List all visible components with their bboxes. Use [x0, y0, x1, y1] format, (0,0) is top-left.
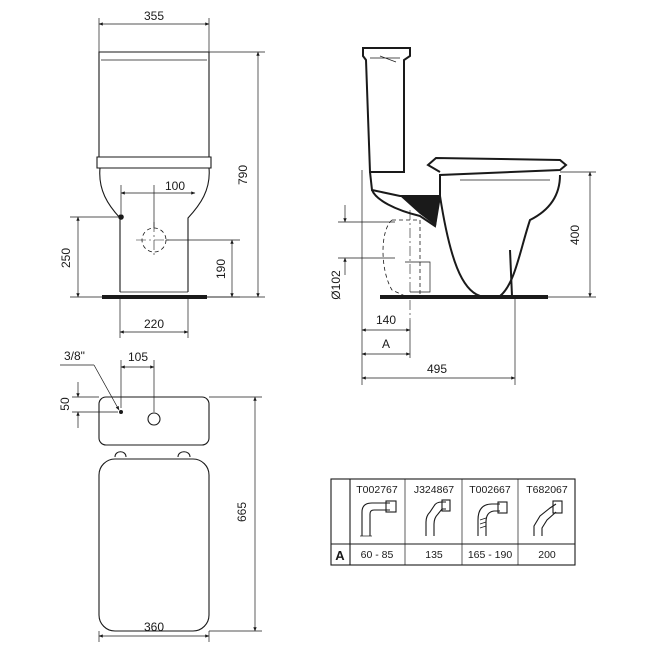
angled-pan-connector-icon [533, 500, 563, 536]
seat-height-dimension: 400 [568, 225, 582, 245]
top-width-dimension: 360 [144, 620, 164, 634]
connector-code-4: T682067 [526, 484, 568, 496]
length-dimension: 665 [235, 502, 249, 522]
thread-size-label: 3/8" [64, 349, 85, 363]
connector-value-4: 200 [538, 549, 556, 561]
variable-a-dimension: A [382, 337, 390, 351]
top-view: 3/8" 105 50 665 360 [58, 349, 262, 642]
straight-pan-connector-icon [360, 500, 397, 537]
connector-table: A T002767 J324867 T002667 T682067 60 - 8… [330, 478, 576, 566]
connector-code-2: J324867 [414, 484, 454, 496]
connector-value-1: 60 - 85 [361, 549, 394, 561]
bowl-height-dimension: 250 [59, 248, 73, 268]
outlet-offset-dimension: 100 [165, 179, 185, 193]
flexible-pan-connector-icon [477, 501, 508, 536]
connector-value-2: 135 [425, 549, 443, 561]
foot-width-dimension: 220 [144, 317, 164, 331]
front-view: 355 790 100 250 190 220 [59, 9, 265, 338]
inlet-offset-dimension: 105 [128, 350, 148, 364]
outlet-height-dimension: 190 [214, 259, 228, 279]
front-width-dimension: 355 [144, 9, 164, 23]
table-row-label: A [335, 548, 345, 563]
front-height-dimension: 790 [236, 165, 250, 185]
inlet-depth-dimension: 50 [58, 397, 72, 411]
connector-code-3: T002667 [469, 484, 511, 496]
connector-code-1: T002767 [356, 484, 398, 496]
depth-dimension: 495 [427, 362, 447, 376]
outlet-distance-dimension: 140 [376, 313, 396, 327]
connector-value-3: 165 - 190 [468, 549, 513, 561]
side-view: 400 Ø102 140 A 495 [329, 47, 596, 385]
offset-pan-connector-icon [425, 499, 451, 536]
pipe-diameter-dimension: Ø102 [329, 270, 343, 300]
